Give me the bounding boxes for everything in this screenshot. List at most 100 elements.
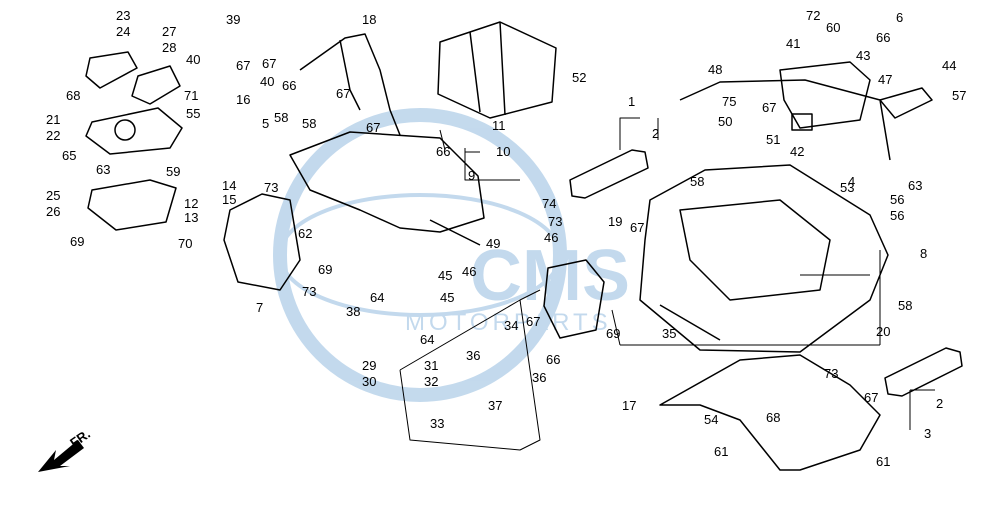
callout-number: 47 — [878, 72, 892, 87]
direction-arrow: FR. — [38, 426, 93, 472]
callout-number: 35 — [662, 326, 676, 341]
callout-number: 15 — [222, 192, 236, 207]
callout-number: 12 — [184, 196, 198, 211]
callout-number: 54 — [704, 412, 718, 427]
callout-number: 58 — [898, 298, 912, 313]
callout-number: 72 — [806, 8, 820, 23]
watermark: CMS MOTORPARTS — [273, 108, 630, 402]
callout-number: 46 — [462, 264, 476, 279]
callout-number: 19 — [608, 214, 622, 229]
callout-number: 66 — [546, 352, 560, 367]
callout-number: 67 — [236, 58, 250, 73]
callout-number: 62 — [298, 226, 312, 241]
callout-number: 30 — [362, 374, 376, 389]
callout-number: 20 — [876, 324, 890, 339]
lower-panel-part — [659, 354, 881, 471]
callout-number: 10 — [496, 144, 510, 159]
callout-number: 69 — [606, 326, 620, 341]
bracket-bar-part — [779, 61, 871, 129]
storage-bag-part — [437, 21, 557, 119]
callout-number: 67 — [630, 220, 644, 235]
watermark-brand: CMS — [470, 236, 630, 316]
reflector-part — [569, 149, 649, 199]
callout-number: 58 — [302, 116, 316, 131]
callout-number: 29 — [362, 358, 376, 373]
callout-number: 31 — [424, 358, 438, 373]
callout-number: 2 — [936, 396, 943, 411]
callout-number: 57 — [952, 88, 966, 103]
rod-upper-part — [429, 219, 481, 246]
seat-cover-part — [289, 131, 485, 233]
callout-number: 28 — [162, 40, 176, 55]
callout-number: 63 — [908, 178, 922, 193]
lid-part — [131, 65, 181, 105]
callout-number: 36 — [532, 370, 546, 385]
callout-number: 1 — [628, 94, 635, 109]
callout-number: 67 — [336, 86, 350, 101]
callout-number: 42 — [790, 144, 804, 159]
callout-number: 68 — [66, 88, 80, 103]
callout-number: 51 — [766, 132, 780, 147]
callout-number: 69 — [318, 262, 332, 277]
callout-number: 60 — [826, 20, 840, 35]
callout-number: 61 — [714, 444, 728, 459]
callout-number: 64 — [370, 290, 384, 305]
lock-part — [879, 87, 933, 119]
callout-number: 70 — [178, 236, 192, 251]
callout-number: 61 — [876, 454, 890, 469]
trunk-body-part — [639, 164, 889, 353]
callout-number: 3 — [924, 426, 931, 441]
callout-number: 56 — [890, 208, 904, 223]
callout-number: 24 — [116, 24, 130, 39]
callout-number: 65 — [62, 148, 76, 163]
seal-part — [679, 79, 891, 161]
callout-number: 66 — [436, 144, 450, 159]
callout-number: 40 — [260, 74, 274, 89]
callout-number: 73 — [548, 214, 562, 229]
inner-box-part — [543, 259, 605, 339]
callout-number: 67 — [864, 390, 878, 405]
callout-number: 21 — [46, 112, 60, 127]
rod-part — [659, 304, 721, 341]
callout-number: 26 — [46, 204, 60, 219]
callout-number: 14 — [222, 178, 236, 193]
callout-number: 49 — [486, 236, 500, 251]
bracket-part — [85, 107, 183, 155]
callout-number: 34 — [504, 318, 518, 333]
callout-number: 73 — [302, 284, 316, 299]
callout-number: 46 — [544, 230, 558, 245]
arrow-icon — [38, 440, 84, 472]
callout-number: 36 — [466, 348, 480, 363]
callout-number: 74 — [542, 196, 556, 211]
callout-number: 18 — [362, 12, 376, 27]
callout-number: 2 — [652, 126, 659, 141]
callout-number: 73 — [824, 366, 838, 381]
callout-number: 33 — [430, 416, 444, 431]
callout-number: 67 — [366, 120, 380, 135]
watermark-subtitle: MOTORPARTS — [405, 309, 612, 336]
callout-number: 66 — [282, 78, 296, 93]
callout-number: 40 — [186, 52, 200, 67]
callout-number: 64 — [420, 332, 434, 347]
callout-number: 23 — [116, 8, 130, 23]
callout-number: 55 — [186, 106, 200, 121]
tray-part — [87, 179, 177, 231]
small-cover-part — [85, 51, 138, 89]
callout-number: 37 — [488, 398, 502, 413]
plate-part — [791, 113, 813, 131]
reflector-lower-part — [884, 347, 963, 397]
callout-number: 32 — [424, 374, 438, 389]
callout-number: 67 — [262, 56, 276, 71]
callout-number: 73 — [264, 180, 278, 195]
callout-number: 58 — [274, 110, 288, 125]
callout-number: 39 — [226, 12, 240, 27]
callout-number: 56 — [890, 192, 904, 207]
callout-number: 11 — [492, 118, 506, 133]
callout-number: 45 — [438, 268, 452, 283]
callout-number: 45 — [440, 290, 454, 305]
callout-number: 63 — [96, 162, 110, 177]
watermark-globe-icon — [273, 108, 567, 402]
